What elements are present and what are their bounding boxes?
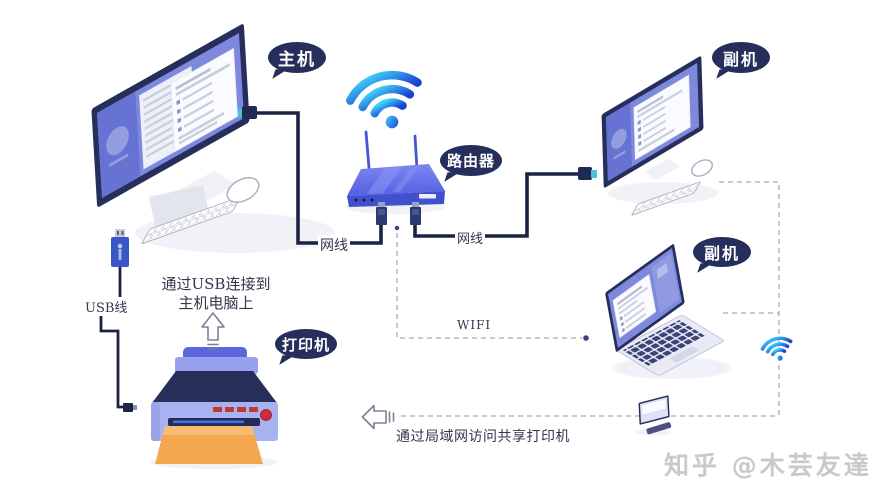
note-usb-connection: 通过USB连接到 主机电脑上	[158, 275, 274, 313]
bubble-secondary-laptop-label: 副机	[703, 244, 740, 263]
ethernet-plug-monitor-icon	[578, 167, 597, 180]
label-lan-cable-right: 网线	[455, 228, 486, 247]
label-wifi: WIFI	[455, 318, 494, 332]
bubble-printer: 打印机	[275, 329, 337, 359]
note-usb-line2: 主机电脑上	[178, 294, 254, 312]
host-mouse-icon	[226, 177, 260, 203]
watermark: 知乎 @木芸友達	[664, 451, 872, 480]
arrow-up-icon	[201, 312, 225, 350]
bubble-host: 主机	[268, 42, 326, 73]
note-lan-access: 通过局域网访问共享打印机	[396, 429, 570, 445]
host-computer	[91, 24, 260, 244]
usb-mini-plug-icon	[123, 403, 137, 412]
printer-power-button	[260, 409, 272, 421]
usb-plug-icon	[111, 229, 129, 267]
device-stand	[646, 422, 672, 435]
antenna-right	[413, 134, 419, 172]
avatar	[106, 126, 129, 156]
host-keyboard-icon	[141, 196, 241, 244]
router-link-dot	[394, 225, 400, 231]
lan-cable-host-router	[255, 111, 383, 245]
bubble-secondary-monitor-label: 副机	[722, 49, 759, 69]
host-monitor-icon	[91, 24, 250, 207]
wifi-link-router-laptop	[396, 233, 582, 339]
window-front	[170, 47, 238, 153]
bubble-host-label: 主机	[278, 50, 316, 70]
note-usb-line1: 通过USB连接到	[161, 275, 271, 293]
link-endpoint-dot	[583, 335, 589, 341]
dashed-links	[394, 181, 780, 417]
laptop-icon	[605, 244, 724, 376]
arrow-left-icon	[361, 404, 395, 430]
label-lan-cable-left: 网线	[318, 235, 350, 255]
wifi-icon-small	[760, 336, 793, 361]
bubble-printer-label: 打印机	[281, 335, 330, 354]
laptop-base	[616, 315, 724, 376]
paper-sheet	[155, 426, 263, 464]
bubble-router: 路由器	[440, 145, 502, 176]
secondary-mouse-icon	[691, 159, 713, 177]
router-icon	[347, 130, 445, 225]
printer-icon	[151, 347, 278, 464]
wifi-icon-large	[345, 70, 422, 129]
secondary-monitor-icon	[601, 56, 704, 188]
ethernet-plug-host-icon	[238, 106, 257, 119]
lan-cable-router-monitor	[413, 172, 580, 238]
monitor2-stand	[644, 159, 680, 180]
rj45-port-right-icon	[410, 202, 421, 225]
bubble-secondary-monitor: 副机	[712, 42, 770, 73]
rj45-port-left-icon	[376, 202, 387, 225]
secondary-keyboard-icon	[631, 181, 701, 216]
label-usb-cable: USB线	[83, 297, 130, 316]
lan-share-path	[401, 181, 780, 417]
mobile-device-icon	[638, 395, 672, 435]
laptop-lid	[605, 244, 685, 352]
usb-cable	[99, 267, 124, 409]
antenna-left	[364, 130, 371, 170]
bubble-secondary-laptop: 副机	[693, 237, 751, 267]
secondary-monitor-computer	[578, 56, 713, 216]
bubble-router-label: 路由器	[446, 152, 495, 170]
